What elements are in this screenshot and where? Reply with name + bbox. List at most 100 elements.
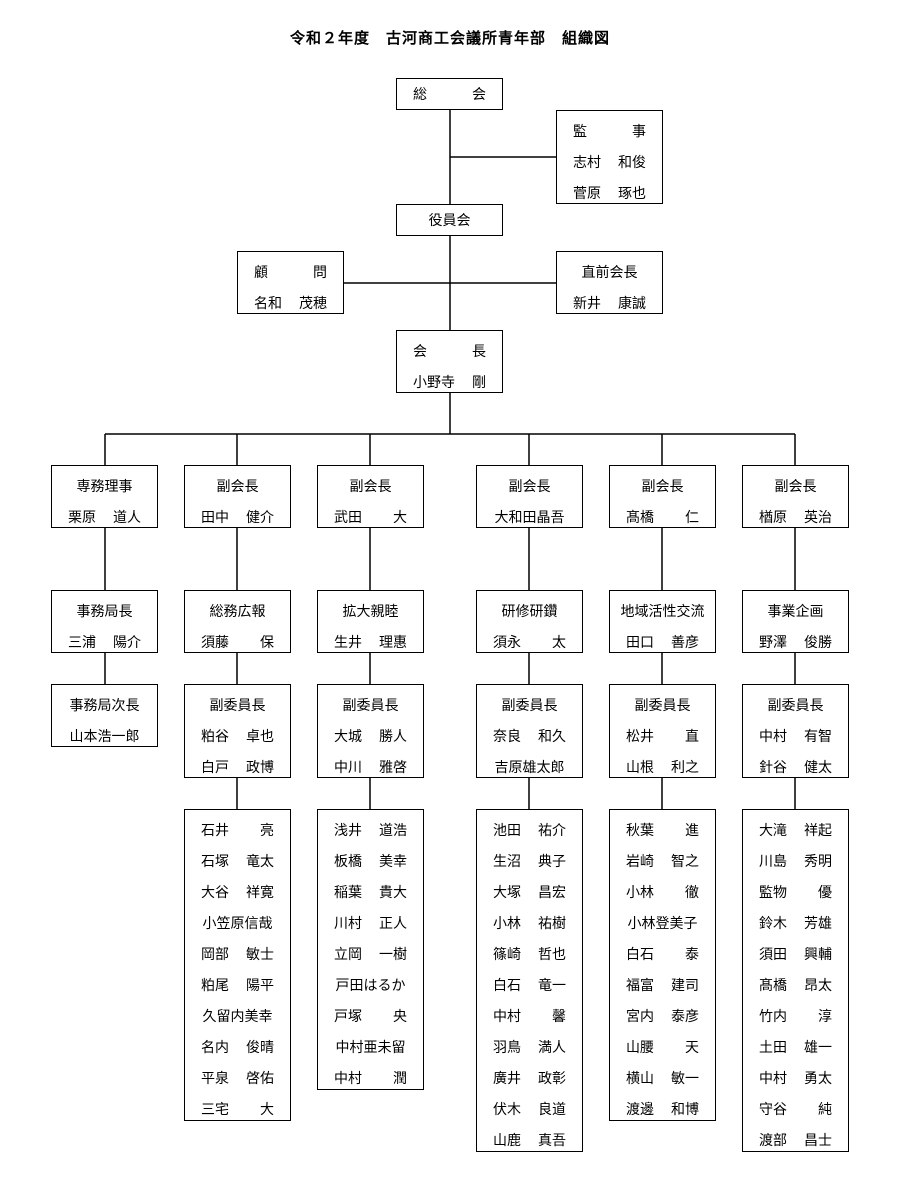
vice-president-box-1: 副会長田中健介 <box>184 465 291 528</box>
box-text-part: 琢也 <box>618 186 646 202</box>
box-text-line: 拡大親睦 <box>318 597 423 628</box>
box-text-part: 石塚 <box>201 854 229 870</box>
vice-president-box-2: 副会長武田大 <box>317 465 424 528</box>
box-text-part: 拡大親睦 <box>342 604 399 620</box>
committee-box-4: 地域活性交流田口善彦 <box>609 590 716 653</box>
managing-director-box: 専務理事栗原道人 <box>51 465 158 528</box>
box-text-line: 副委員長 <box>743 691 848 722</box>
box-text-part: 岡部 <box>201 947 229 963</box>
box-text-part: 副委員長 <box>209 698 266 714</box>
box-text-part: 正人 <box>379 916 407 932</box>
box-text-part: 俊勝 <box>804 635 832 651</box>
committee-box-5: 事業企画野澤俊勝 <box>742 590 849 653</box>
box-text-part: 奈良 <box>493 729 521 745</box>
box-text-line: 副会長 <box>477 472 582 503</box>
box-text-part: 泰 <box>685 947 699 963</box>
box-text-line: 粕谷卓也 <box>185 722 290 753</box>
box-text-part: 松井 <box>626 729 654 745</box>
box-text-line: 大谷祥寛 <box>185 878 290 909</box>
box-text-line: 研修研鑽 <box>477 597 582 628</box>
box-text-line: 専務理事 <box>52 472 157 503</box>
box-text-line: 伏木良道 <box>477 1095 582 1126</box>
box-text-part: 会 <box>472 87 486 103</box>
box-text-part: 大塚 <box>493 885 521 901</box>
box-text-line: 事務局次長 <box>52 691 157 722</box>
box-text-line: 鈴木芳雄 <box>743 909 848 940</box>
box-text-part: 志村 <box>573 155 601 171</box>
box-text-line: 地域活性交流 <box>610 597 715 628</box>
box-text-line: 田中健介 <box>185 503 290 534</box>
box-text-line: 名内俊晴 <box>185 1033 290 1064</box>
box-text-part: 優 <box>818 885 832 901</box>
box-text-part: 久留内美幸 <box>202 1009 273 1025</box>
box-text-part: 副委員長 <box>767 698 824 714</box>
box-text-part: 戸田はるか <box>335 978 406 994</box>
box-text-part: 雅啓 <box>379 760 407 776</box>
box-text-part: 中村 <box>759 1071 787 1087</box>
box-text-line: 中村有智 <box>743 722 848 753</box>
box-text-part: 研修研鑽 <box>501 604 558 620</box>
box-text-part: 中川 <box>334 760 362 776</box>
box-text-part: 粕谷 <box>201 729 229 745</box>
box-text-part: 髙橋 <box>626 510 654 526</box>
box-text-line: 石塚 竜太 <box>185 847 290 878</box>
box-text-part: 吉原雄太郎 <box>494 760 565 776</box>
secretariat-deputy-box: 事務局次長山本浩一郎 <box>51 684 158 747</box>
members-box-5: 大滝祥起川島秀明監物優鈴木芳雄須田興輔髙橋昂太竹内淳土田雄一中村勇太守谷純渡部昌… <box>742 809 849 1152</box>
box-text-line: 石井亮 <box>185 816 290 847</box>
box-text-part: 小笠原信哉 <box>202 916 273 932</box>
box-text-part: 大 <box>260 1102 274 1118</box>
committee-box-3: 研修研鑽須永 太 <box>476 590 583 653</box>
box-text-line: 副委員長 <box>477 691 582 722</box>
box-text-line: 宮内泰彦 <box>610 1002 715 1033</box>
box-text-part: 戸塚 <box>334 1009 362 1025</box>
box-text-part: 竜太 <box>246 854 274 870</box>
box-text-part: 副会長 <box>641 479 684 495</box>
box-text-part: 勝人 <box>379 729 407 745</box>
box-text-part: 楢原 <box>759 510 787 526</box>
box-text-part: 大 <box>393 510 407 526</box>
box-text-line: 中川 雅啓 <box>318 753 423 784</box>
members-box-3: 池田祐介生沼典子大塚昌宏小林祐樹篠崎哲也白石竜一中村馨羽鳥満人廣井政彰伏木良道山… <box>476 809 583 1152</box>
box-text-part: 中村 <box>334 1071 362 1087</box>
box-text-part: 太 <box>552 635 566 651</box>
box-text-part: 満人 <box>538 1040 566 1056</box>
box-text-line: 岡部敏士 <box>185 940 290 971</box>
box-text-part: 陽平 <box>246 978 274 994</box>
box-text-part: 小林登美子 <box>627 916 698 932</box>
box-text-part: 馨 <box>552 1009 566 1025</box>
vice-chairs-box-2: 副委員長大城勝人中川雅啓 <box>317 684 424 778</box>
box-text-line: 平泉啓佑 <box>185 1064 290 1095</box>
box-text-part: 淳 <box>818 1009 832 1025</box>
box-text-line: 戸塚央 <box>318 1002 423 1033</box>
box-text-part: 芳雄 <box>804 916 832 932</box>
box-text-part: 須永 <box>493 635 521 651</box>
box-text-line: 中村潤 <box>318 1064 423 1095</box>
box-text-line: 中村勇太 <box>743 1064 848 1095</box>
box-text-part: 中村亜未留 <box>335 1040 406 1056</box>
vice-chairs-box-1: 副委員長粕谷卓也白戸政博 <box>184 684 291 778</box>
box-text-part: 渡邊 <box>626 1102 654 1118</box>
vice-president-box-3: 副会長大和田晶吾 <box>476 465 583 528</box>
secretariat-head-box: 事務局長三浦陽介 <box>51 590 158 653</box>
box-text-line: 髙橋昂太 <box>743 971 848 1002</box>
box-text-part: 天 <box>685 1040 699 1056</box>
chart-title: 令和２年度 古河商工会議所青年部 組織図 <box>289 29 610 47</box>
box-text-part: 仁 <box>685 510 699 526</box>
box-text-part: 石井 <box>201 823 229 839</box>
box-text-line: 中村亜未留 <box>318 1033 423 1064</box>
box-text-part: 大滝 <box>759 823 787 839</box>
box-text-part: 須藤 <box>201 635 229 651</box>
box-text-part: 直 <box>685 729 699 745</box>
box-text-part: 問 <box>313 265 327 281</box>
box-text-line: 稲葉貴大 <box>318 878 423 909</box>
box-text-line: 白戸政博 <box>185 753 290 784</box>
box-text-part: 生沼 <box>493 854 521 870</box>
box-text-line: 田口善彦 <box>610 628 715 659</box>
box-text-line: 岩崎智之 <box>610 847 715 878</box>
box-text-line: 三宅大 <box>185 1095 290 1126</box>
box-text-part: 役員会 <box>428 213 471 229</box>
box-text-line: 菅原琢也 <box>557 179 662 210</box>
box-text-line: 大滝祥起 <box>743 816 848 847</box>
box-text-part: 祥寛 <box>246 885 274 901</box>
